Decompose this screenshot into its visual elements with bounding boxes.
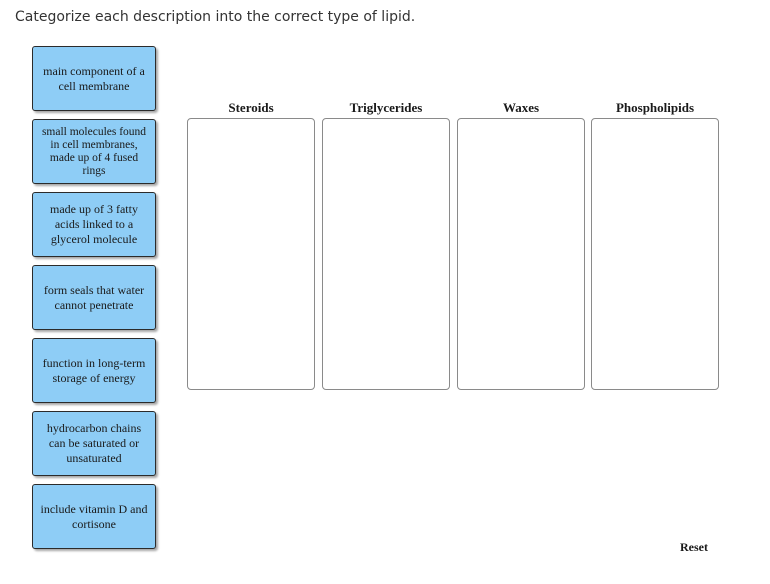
draggable-card[interactable]: form seals that water cannot penetrate [32, 265, 156, 330]
dropzone-phospholipids[interactable] [591, 118, 719, 390]
draggable-card[interactable]: include vitamin D and cortisone [32, 484, 156, 549]
instructions-text: Categorize each description into the cor… [15, 9, 416, 25]
category-header-triglycerides: Triglycerides [349, 100, 423, 115]
card-label: function in long-term storage of energy [42, 355, 146, 385]
card-label: made up of 3 fatty acids linked to a gly… [50, 202, 138, 246]
dropzone-triglycerides[interactable] [322, 118, 450, 390]
dropzone-steroids[interactable] [187, 118, 315, 390]
category-header-steroids: Steroids [228, 100, 274, 115]
card-label: form seals that water cannot penetrate [43, 282, 145, 312]
draggable-card[interactable]: main component of a cell membrane [32, 46, 156, 111]
card-label: small molecules found in cell membranes,… [41, 125, 147, 177]
category-header-phospholipids: Phospholipids [615, 100, 695, 115]
dropzone-waxes[interactable] [457, 118, 585, 390]
draggable-card[interactable]: function in long-term storage of energy [32, 338, 156, 403]
card-label: hydrocarbon chains can be saturated or u… [46, 421, 142, 465]
card-label: include vitamin D and cortisone [40, 501, 148, 531]
draggable-card[interactable]: small molecules found in cell membranes,… [32, 119, 156, 184]
draggable-card[interactable]: made up of 3 fatty acids linked to a gly… [32, 192, 156, 257]
category-header-waxes: Waxes [502, 100, 540, 115]
card-label: main component of a cell membrane [43, 63, 145, 93]
reset-button[interactable]: Reset [680, 540, 708, 554]
draggable-card[interactable]: hydrocarbon chains can be saturated or u… [32, 411, 156, 476]
